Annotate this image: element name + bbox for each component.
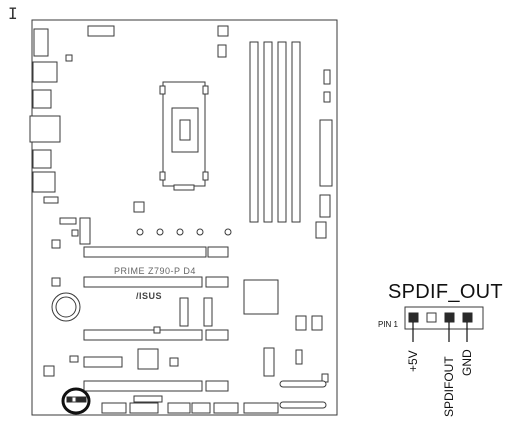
cpu-power-connector (87, 25, 115, 37)
pin-2 (426, 312, 437, 323)
cpu-socket (159, 81, 209, 191)
spdif-header-detail (404, 306, 484, 342)
asus-logo: /ISUS (136, 291, 163, 301)
pcie-slot-3 (83, 329, 229, 341)
pcie-slot-1 (83, 246, 229, 258)
spdif-header-location (61, 387, 91, 415)
pin-label-gnd: GND (460, 349, 474, 376)
pin1-label: PIN 1 (378, 320, 399, 329)
cmos-battery (51, 292, 81, 322)
bottom-headers (101, 395, 279, 414)
pin-4 (462, 312, 473, 323)
chipset (243, 279, 279, 315)
text-cursor-icon: I (8, 4, 18, 23)
pin-3 (444, 312, 455, 323)
rear-io-ports (29, 28, 61, 193)
atx-power-connector (319, 119, 333, 187)
dimm-slots (249, 41, 301, 223)
pin-1 (408, 312, 419, 323)
pin-label-5v: +5V (406, 350, 420, 372)
pcie-slot-2 (83, 276, 229, 288)
spdif-out-title: SPDIF_OUT (388, 281, 503, 303)
board-model-label: PRIME Z790-P D4 (114, 266, 196, 276)
pin-label-spdifout: SPDIFOUT (442, 356, 456, 417)
pcie-slot-4 (83, 380, 229, 392)
board-outline (31, 19, 338, 416)
